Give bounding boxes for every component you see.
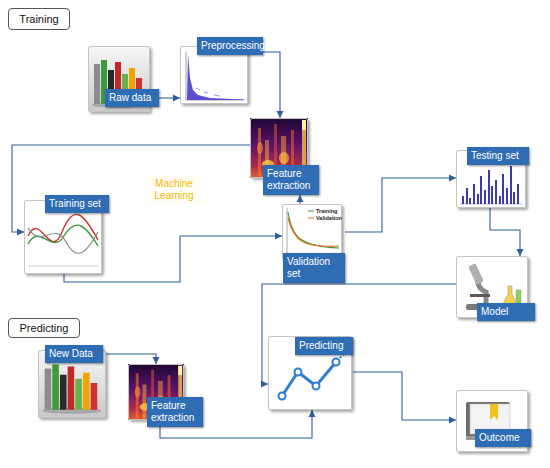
step-label: Preprocessing	[197, 37, 263, 55]
process-box: Outcome	[456, 390, 528, 452]
step-label: Predicting	[295, 337, 353, 355]
process-box: Testing set	[456, 150, 526, 208]
flow-arrow	[345, 178, 456, 232]
flow-arrow	[64, 236, 282, 282]
step-label: Outcome	[475, 429, 531, 447]
plot-legend-text: Validation	[316, 215, 342, 221]
flow-arrow	[159, 97, 180, 98]
flow-arrow	[12, 145, 250, 232]
loss-plot	[282, 204, 342, 260]
step-label: Model	[477, 303, 535, 321]
flow-arrow	[263, 52, 280, 118]
step-label: New Data	[45, 345, 103, 363]
step-label: Raw data	[105, 89, 159, 107]
flow-arrow	[353, 372, 456, 420]
section-title: Training	[19, 13, 58, 25]
step-label: Training set	[45, 195, 109, 213]
process-box: Feature extraction	[250, 118, 308, 178]
section-header: Training	[8, 8, 70, 30]
flow-arrow	[299, 195, 300, 204]
flow-arrow	[106, 354, 156, 364]
process-box: Feature extraction	[128, 364, 184, 420]
flow-arrow	[490, 208, 520, 256]
plot-legend-text: Training	[316, 208, 337, 214]
step-label: Validation set	[283, 253, 345, 283]
process-box: Training set	[24, 200, 102, 274]
step-label: Feature extraction	[263, 165, 319, 195]
process-box: Preprocessing	[180, 46, 248, 104]
step-label: Testing set	[467, 147, 529, 165]
process-box: New Data	[38, 350, 106, 418]
process-box: Predicting	[268, 336, 352, 410]
step-label: Feature extraction	[147, 397, 203, 427]
process-box: Model	[456, 256, 528, 318]
section-header: Predicting	[8, 318, 80, 338]
stage-caption: Machine Learning	[146, 176, 202, 204]
process-box: Raw data	[88, 46, 150, 112]
section-title: Predicting	[20, 322, 69, 334]
flow-arrow	[262, 284, 456, 384]
trend-chart-icon	[268, 336, 352, 410]
